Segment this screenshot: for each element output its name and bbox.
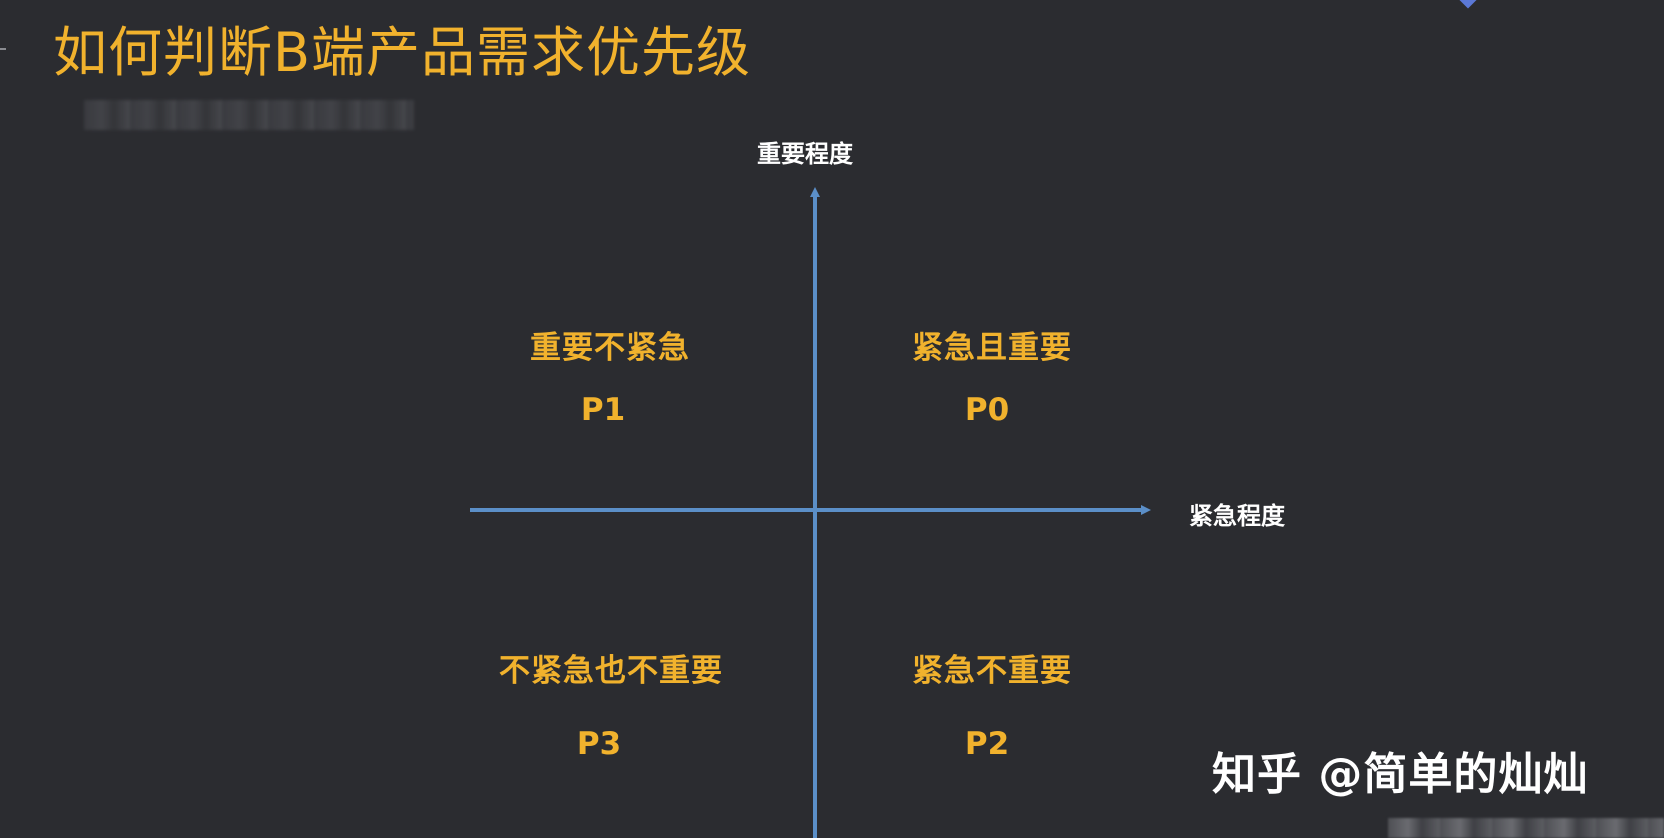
zhihu-watermark: 知乎 @简单的灿灿 (1212, 749, 1589, 800)
left-edge-mark (0, 48, 6, 50)
quadrant-priority-top-right: P0 (964, 392, 1010, 428)
quadrant-priority-bottom-left: P3 (576, 726, 622, 762)
quadrant-priority-bottom-right: P2 (964, 726, 1010, 762)
quadrant-label-top-left: 重要不紧急 (530, 330, 690, 366)
quadrant-label-bottom-right: 紧急不重要 (912, 653, 1072, 689)
blurred-subtitle (84, 100, 414, 130)
quadrant-label-top-right: 紧急且重要 (912, 330, 1072, 366)
quadrant-label-bottom-left: 不紧急也不重要 (499, 653, 723, 689)
x-axis-label: 紧急程度 (1189, 502, 1285, 530)
blurred-footer (1388, 818, 1664, 838)
slide-title: 如何判断B端产品需求优先级 (53, 21, 752, 84)
y-axis-label: 重要程度 (757, 140, 853, 168)
quadrant-priority-top-left: P1 (580, 392, 626, 428)
